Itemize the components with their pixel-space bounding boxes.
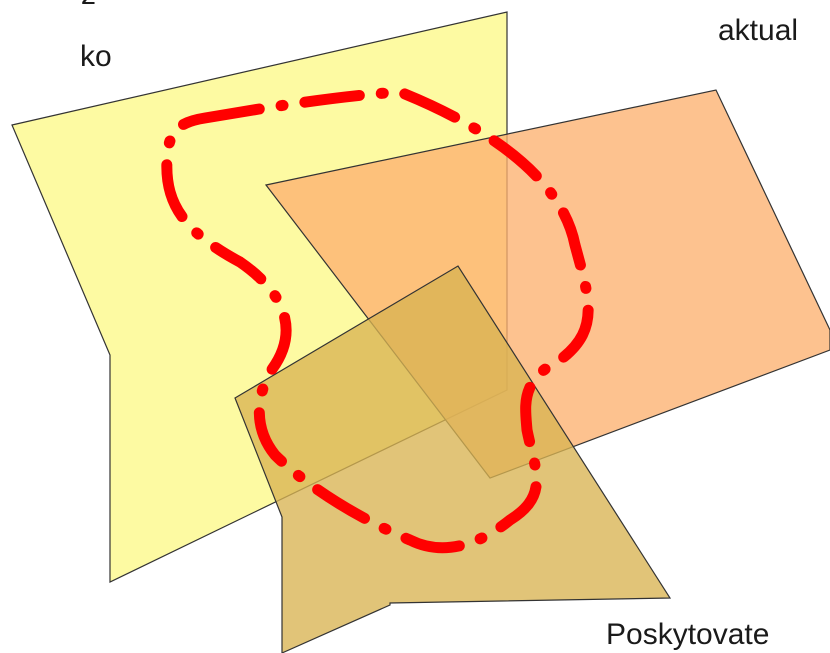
label-aktual: aktual (718, 14, 799, 47)
dash-dot-loop (161, 86, 594, 554)
label-fragment-ko: ko (80, 40, 112, 73)
brown-plane (234, 265, 672, 653)
label-poskytovate: Poskytovate (606, 618, 770, 651)
label-fragment-top: z (81, 0, 96, 12)
